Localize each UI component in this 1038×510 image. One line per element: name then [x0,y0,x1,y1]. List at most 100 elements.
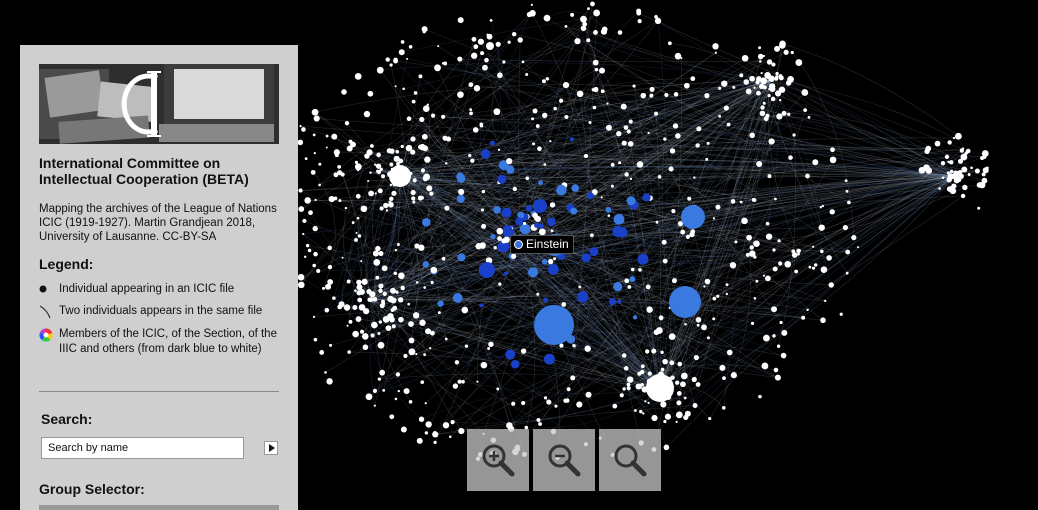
legend-item-label: Members of the ICIC, of the Section, of … [59,328,277,355]
graph-node [590,1,595,7]
graph-edge [343,208,371,301]
zoom-out-button[interactable] [533,429,595,491]
graph-edge [446,163,661,389]
graph-edge [303,233,425,355]
graph-edge [398,244,661,389]
graph-node [511,31,517,37]
graph-node [829,209,835,215]
graph-node [734,240,738,244]
graph-node [398,316,404,323]
graph-node [842,224,848,231]
graph-edge [664,184,983,243]
graph-edge [421,119,504,166]
graph-node [627,285,632,289]
graph-node [974,168,980,174]
graph-node [426,103,430,106]
graph-edge [410,172,715,219]
graph-node [600,28,608,35]
graph-node [400,426,407,433]
graph-edge [475,129,954,187]
graph-edge [663,79,771,405]
graph-node [412,178,417,183]
graph-node [944,154,950,160]
graph-node [675,133,681,139]
graph-node [612,403,618,409]
graph-edge [399,109,806,177]
graph-edge [659,107,763,389]
graph-node [364,153,370,159]
graph-edge [395,273,500,292]
graph-edge [369,84,567,301]
graph-edge [307,175,956,201]
graph-node [677,221,684,227]
graph-edge [697,79,771,385]
graph-node [490,234,496,240]
graph-node [357,297,363,303]
graph-edge [544,175,956,262]
graph-node [456,172,465,181]
graph-node [369,291,376,298]
graph-edge [342,243,757,266]
graph-node [649,93,654,98]
search-submit-button[interactable] [264,441,278,455]
graph-node [746,234,753,241]
graph-node [425,328,432,335]
graph-node [313,337,318,342]
graph-edge [584,24,661,389]
graph-edge [642,79,771,260]
graph-edge [405,79,771,357]
graph-node [683,82,690,89]
graph-node [433,440,437,444]
graph-node [624,172,629,177]
graph-node [957,158,963,164]
search-input[interactable] [41,437,244,459]
graph-node [549,140,552,143]
zoom-in-button[interactable] [467,429,529,491]
graph-node [357,234,362,238]
graph-edge [301,175,401,286]
graph-node [646,306,653,313]
graph-node [547,263,559,275]
graph-edge [509,175,956,426]
graph-edge [621,79,771,396]
graph-node [820,249,824,254]
group-selector-dropdown[interactable] [39,505,279,510]
zoom-reset-button[interactable] [599,429,661,491]
graph-node [564,25,568,28]
graph-node [359,329,365,334]
graph-node [803,108,808,113]
graph-node [429,191,434,196]
graph-edge [301,136,426,286]
graph-node [819,206,823,209]
graph-edge [539,87,766,425]
graph-edge [608,176,951,211]
graph-edge [659,56,761,389]
graph-node [524,425,529,430]
graph-edge [411,323,784,356]
graph-edge [422,196,507,240]
graph-node [457,253,466,262]
graph-node [434,64,441,72]
graph-node [632,84,636,88]
graph-edge [546,11,605,30]
graph-node [820,266,828,273]
graph-node [397,389,400,393]
graph-node [607,214,611,217]
graph-node [354,163,362,171]
graph-edge [565,85,630,389]
graph-edge [608,127,715,299]
graph-node [624,278,630,284]
graph-node [468,153,472,158]
graph-node [422,261,430,268]
graph-node [324,371,327,374]
graph-edge [767,79,799,255]
graph-node [510,359,520,369]
graph-edge [638,12,969,152]
graph-edge [570,241,737,340]
graph-node [774,197,777,201]
graph-edge [314,111,657,388]
graph-edge [519,156,948,241]
graph-edge [401,176,447,340]
graph-node [792,133,796,137]
